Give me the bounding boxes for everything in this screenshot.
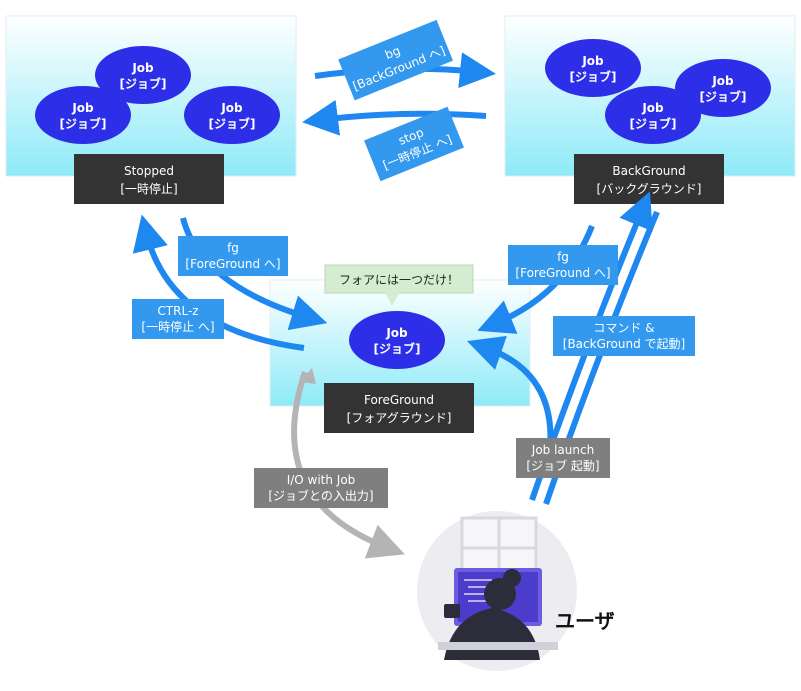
io-label: I/O with Job [ジョブとの入出力] xyxy=(254,468,388,508)
stopped-label-en: Stopped xyxy=(124,164,174,178)
job-node: Job [ジョブ] xyxy=(605,86,701,144)
launch-label: Job launch [ジョブ 起動] xyxy=(516,438,610,478)
stopped-label-ja: [一時停止] xyxy=(120,181,177,196)
svg-text:fg: fg xyxy=(557,250,569,264)
svg-text:[ForeGround へ]: [ForeGround へ] xyxy=(515,266,610,280)
stop-arrow xyxy=(302,99,487,136)
svg-text:[ジョブ]: [ジョブ] xyxy=(630,116,677,131)
ctrlz-label: CTRL-z [一時停止 へ] xyxy=(132,299,224,339)
background-state: Job [ジョブ] Job [ジョブ] Job [ジョブ] BackGround… xyxy=(504,15,796,204)
io-arrow-head-up xyxy=(300,368,316,384)
svg-text:Job: Job xyxy=(71,101,94,115)
svg-text:[BackGround で起動]: [BackGround で起動] xyxy=(563,337,685,351)
foreground-state: Job [ジョブ] ForeGround [フォアグラウンド] xyxy=(269,279,531,433)
stop-label: stop [一時停止 へ] xyxy=(364,106,464,182)
svg-text:Job: Job xyxy=(385,326,408,340)
fg-left-arrow xyxy=(180,217,328,331)
svg-text:bg: bg xyxy=(383,43,402,62)
mug xyxy=(444,604,460,618)
svg-text:[ジョブ]: [ジョブ] xyxy=(209,116,256,131)
desk xyxy=(438,642,558,650)
fg-right-label: fg [ForeGround へ] xyxy=(508,245,618,285)
stopped-state: Job [ジョブ] Job [ジョブ] Job [ジョブ] Stopped [一… xyxy=(5,15,297,204)
callout-only-one: フォアには一つだけ！ xyxy=(324,264,474,306)
user-illustration xyxy=(417,511,577,671)
job-node: Job [ジョブ] xyxy=(184,86,280,144)
svg-text:I/O with Job: I/O with Job xyxy=(287,473,356,487)
svg-text:[ジョブとの入出力]: [ジョブとの入出力] xyxy=(268,488,373,503)
svg-text:Job: Job xyxy=(220,101,243,115)
svg-text:Job: Job xyxy=(581,54,604,68)
svg-text:[ジョブ]: [ジョブ] xyxy=(374,341,421,356)
job-node: Job [ジョブ] xyxy=(95,46,191,104)
bg-label: bg [BackGround へ] xyxy=(338,19,454,101)
svg-text:[ジョブ]: [ジョブ] xyxy=(570,69,617,84)
svg-text:[ジョブ]: [ジョブ] xyxy=(120,76,167,91)
job-node: Job [ジョブ] xyxy=(349,311,445,369)
callout-text: フォアには一つだけ！ xyxy=(339,273,459,287)
launch-arrow xyxy=(466,335,554,449)
job-node: Job [ジョブ] xyxy=(35,86,131,144)
user-label: ユーザ xyxy=(555,609,615,633)
svg-text:コマンド &: コマンド & xyxy=(593,321,654,335)
job-node: Job [ジョブ] xyxy=(675,59,771,117)
svg-text:[ジョブ]: [ジョブ] xyxy=(60,116,107,131)
svg-text:[ジョブ 起動]: [ジョブ 起動] xyxy=(526,458,599,473)
svg-text:Job: Job xyxy=(711,74,734,88)
svg-text:Job: Job xyxy=(131,61,154,75)
svg-text:Job launch: Job launch xyxy=(531,443,594,457)
job-node: Job [ジョブ] xyxy=(545,39,641,97)
foreground-label-en: ForeGround xyxy=(364,393,434,407)
command-label: コマンド & [BackGround で起動] xyxy=(553,316,695,356)
foreground-label-ja: [フォアグラウンド] xyxy=(347,411,452,425)
svg-text:[ジョブ]: [ジョブ] xyxy=(700,89,747,104)
svg-text:[ForeGround へ]: [ForeGround へ] xyxy=(185,257,280,271)
svg-text:[一時停止 へ]: [一時停止 へ] xyxy=(141,319,214,334)
svg-text:CTRL-z: CTRL-z xyxy=(157,304,198,318)
background-label-en: BackGround xyxy=(612,164,685,178)
svg-text:Job: Job xyxy=(641,101,664,115)
background-label-ja: [バックグラウンド] xyxy=(597,182,702,196)
svg-text:fg: fg xyxy=(227,241,239,255)
fg-left-label: fg [ForeGround へ] xyxy=(178,236,288,276)
